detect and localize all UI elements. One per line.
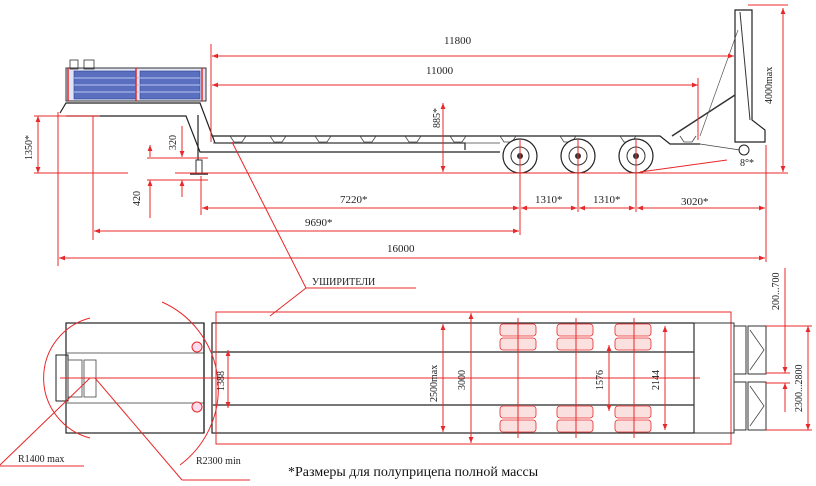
dim-200-700: 200...700 [771,273,782,311]
dim-420: 420 [132,191,143,206]
side-dimensions [34,4,788,317]
rear-ramp [671,9,766,156]
gooseneck-box [65,59,207,102]
side-view: 11800 11000 885* 4000max 8°* 1350* 320 4… [24,4,788,317]
dim-1350: 1350* [24,135,35,160]
deck-crossmembers [229,135,697,143]
dim-1388: 1388 [216,371,227,391]
footnote: *Размеры для полуприцепа полной массы [288,465,539,480]
dim-2144: 2144 [651,370,662,390]
top-ramps [693,322,767,434]
dim-11800: 11800 [444,35,472,47]
dim-r1400: R1400 max [18,454,64,465]
dim-16000: 16000 [387,243,415,255]
dim-1310-b: 1310* [593,194,621,206]
top-view: 1388 2500max 3000 1576 2144 200...700 23… [0,268,812,481]
dim-1310-a: 1310* [535,194,563,206]
dim-2300-2800: 2300...2800 [794,365,805,413]
dim-320: 320 [168,135,179,150]
top-dimensions [225,268,812,443]
dim-885: 885* [432,108,443,128]
dim-9690: 9690* [305,217,333,229]
dim-angle: 8°* [740,158,754,169]
top-tyres [499,318,652,438]
dim-7220: 7220* [340,194,368,206]
dim-1576: 1576 [595,370,606,390]
dim-3000: 3000 [457,370,468,390]
dim-r2300: R2300 min [196,456,241,467]
dim-11000: 11000 [426,65,454,77]
callout-wideners: УШИРИТЕЛИ [312,277,375,288]
dim-2500max: 2500max [429,365,440,402]
dim-3020: 3020* [681,196,709,208]
dim-4000max: 4000max [764,67,775,104]
